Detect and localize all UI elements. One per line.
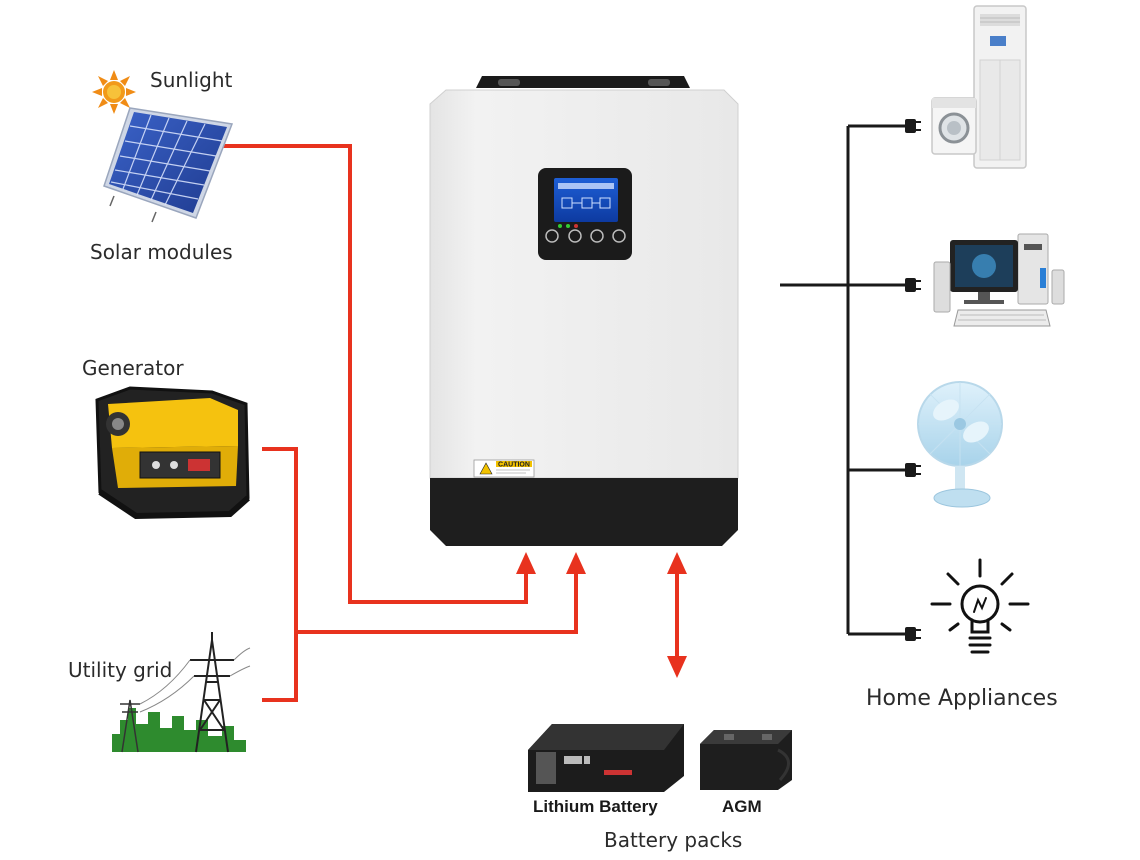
agm-battery-icon bbox=[700, 730, 792, 790]
fan-icon bbox=[917, 381, 1003, 508]
plug-icon bbox=[905, 119, 921, 133]
sun-icon bbox=[92, 70, 136, 114]
panel-button bbox=[568, 229, 582, 243]
plug-icon bbox=[905, 627, 921, 641]
battery-packs-label: Battery packs bbox=[604, 828, 743, 852]
generator-icon bbox=[95, 386, 250, 520]
lithium-battery-label: Lithium Battery bbox=[533, 797, 658, 816]
battery-arrow-down bbox=[667, 656, 687, 678]
generator-label: Generator bbox=[82, 356, 184, 380]
transmission-tower-icon bbox=[112, 632, 251, 753]
plug-icon bbox=[905, 278, 921, 292]
desktop-computer-icon bbox=[933, 233, 1065, 327]
solar-panel-icon bbox=[103, 107, 234, 223]
generator-line bbox=[262, 447, 298, 702]
solar-line bbox=[222, 144, 528, 604]
washing-machine-icon bbox=[931, 97, 977, 155]
caution-label: CAUTION bbox=[473, 459, 535, 478]
plug-icon bbox=[905, 463, 921, 477]
solar-arrow bbox=[516, 552, 536, 574]
grid-ac-line bbox=[296, 572, 578, 634]
plugs bbox=[905, 119, 921, 641]
load-lines bbox=[780, 124, 906, 636]
inverter-unit: CAUTION bbox=[429, 76, 739, 546]
home-appliances-label: Home Appliances bbox=[866, 686, 1058, 711]
lithium-battery-icon bbox=[528, 724, 684, 792]
agm-label: AGM bbox=[722, 797, 762, 816]
panel-button bbox=[545, 229, 559, 243]
arrow-heads bbox=[516, 552, 687, 678]
solar-modules-label: Solar modules bbox=[90, 240, 233, 264]
light-bulb-icon bbox=[930, 558, 1030, 654]
panel-button bbox=[612, 229, 626, 243]
caution-text: CAUTION bbox=[498, 462, 530, 469]
battery-arrow-up bbox=[667, 552, 687, 574]
utility-grid-label: Utility grid bbox=[68, 658, 173, 682]
grid-arrow bbox=[566, 552, 586, 574]
panel-button bbox=[590, 229, 604, 243]
power-lines bbox=[222, 144, 679, 702]
sunlight-label: Sunlight bbox=[150, 68, 233, 92]
air-conditioner-icon bbox=[973, 5, 1027, 169]
lcd-control-panel bbox=[538, 168, 632, 260]
